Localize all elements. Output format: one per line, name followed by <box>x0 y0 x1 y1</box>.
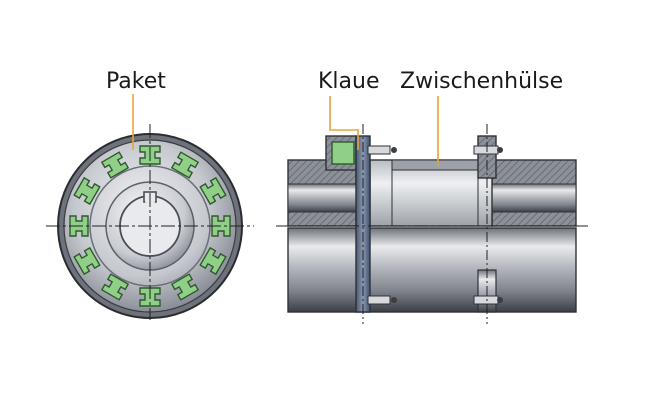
front-view <box>46 94 254 320</box>
bolts <box>367 145 503 305</box>
bolt <box>367 295 391 305</box>
elastomer-packet-side <box>331 141 355 165</box>
klaue-leader-line <box>329 96 359 150</box>
label-paket: Paket <box>106 69 166 94</box>
side-section-view <box>276 96 588 324</box>
bolt <box>473 145 499 155</box>
bolt <box>473 295 499 305</box>
label-zwischenhuelse: Zwischenhülse <box>400 69 563 94</box>
lower-shaft <box>287 227 577 313</box>
bolt <box>367 145 391 155</box>
label-klaue: Klaue <box>318 69 380 94</box>
